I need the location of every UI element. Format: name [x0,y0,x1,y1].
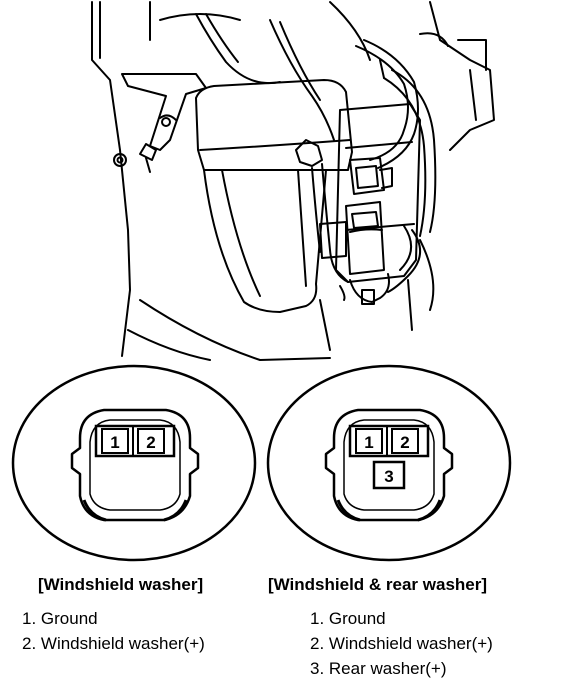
windshield-washer-caption: [Windshield washer] [38,575,204,594]
windshield-rear-washer-pin-legend: 1. Ground 2. Windshield washer(+) 3. Rea… [310,606,493,681]
legend-item: 1. Ground [310,609,386,628]
terminal-2-label: 2 [146,433,155,452]
windshield-washer-connector: 1 2 [11,364,257,562]
windshield-rear-washer-caption: [Windshield & rear washer] [268,575,488,594]
terminal-1 [355,428,383,454]
connector-housing [324,408,454,522]
connector-housing-inner [343,419,435,511]
terminal-1-label: 1 [110,433,119,452]
terminal-3 [372,460,406,490]
connector-view-circle [266,364,512,562]
terminal-2-label: 2 [400,433,409,452]
connector-housing [70,408,200,522]
terminal-box [348,424,430,458]
legend-item: 2. Windshield washer(+) [310,634,493,653]
washer-reservoir-illustration [91,1,495,361]
terminal-3-label: 3 [384,467,393,486]
windshield-washer-pin-legend: 1. Ground 2. Windshield washer(+) [22,606,205,656]
legend-item: 1. Ground [22,609,98,628]
terminal-1-label: 1 [364,433,373,452]
terminal-2 [137,428,165,454]
legend-item: 3. Rear washer(+) [310,659,447,678]
terminal-box [94,424,176,458]
legend-item: 2. Windshield washer(+) [22,634,205,653]
terminal-2 [391,428,419,454]
connector-housing-inner [89,419,181,511]
connector-view-circle [11,364,257,562]
windshield-rear-washer-connector: 1 2 3 [266,364,512,562]
terminal-1 [101,428,129,454]
